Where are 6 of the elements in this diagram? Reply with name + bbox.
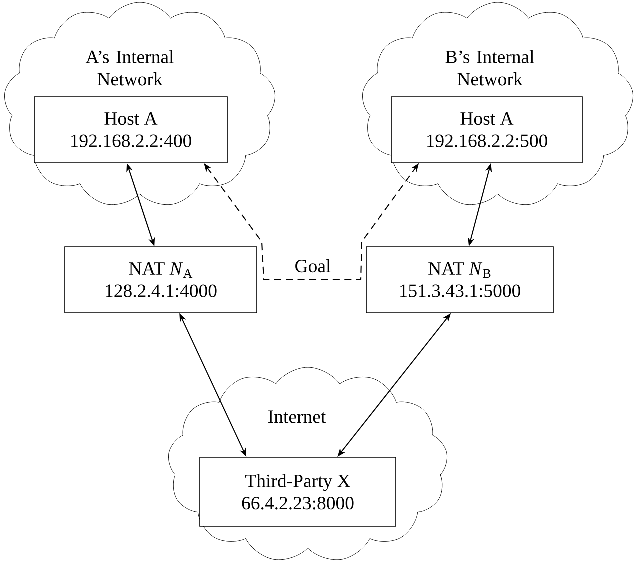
host-box: NAT N$_{A}$ 128.2.4.1:4000 — [64, 246, 258, 314]
host-box: NAT N$_{B}$ 151.3.43.1:5000 — [366, 246, 554, 314]
host-box: Host A 192.168.2.2:400 — [34, 96, 228, 164]
edge-label: Goal — [294, 258, 332, 274]
host-box: Host A 192.168.2.2:500 — [391, 96, 583, 164]
host-box: Third-Party X 66.4.2.23:8000 — [200, 457, 396, 527]
